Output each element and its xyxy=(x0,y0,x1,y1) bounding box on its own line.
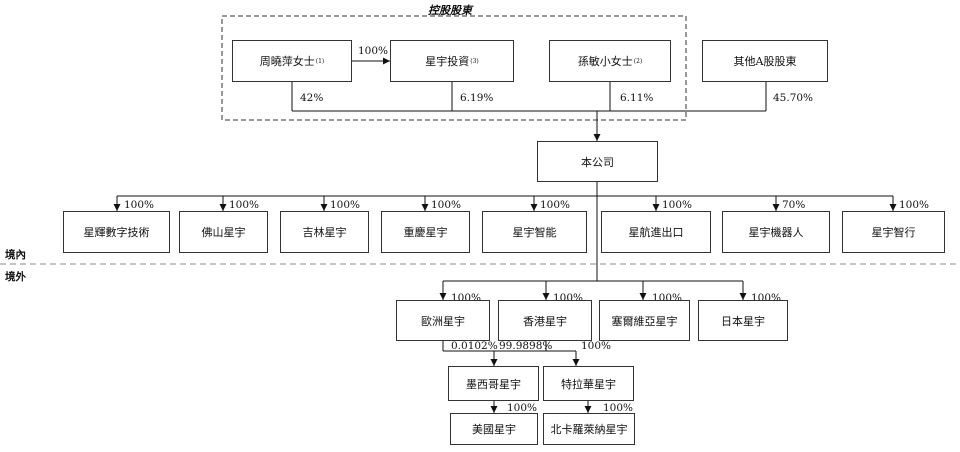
shareholder-zhou-note: (1) xyxy=(315,57,325,65)
domestic-sub-name: 星宇機器人 xyxy=(748,226,804,239)
domestic-label: 境內 xyxy=(5,249,26,261)
domestic-sub-pct: 70% xyxy=(782,199,806,211)
domestic-sub-box: 星輝數字技術 xyxy=(63,211,170,253)
overseas-sub-box: 日本星宇 xyxy=(698,300,788,341)
shareholder-pct-xingyu-investment: 6.19% xyxy=(460,92,494,104)
shareholder-pct-other-a: 45.70% xyxy=(773,92,814,104)
shareholder-other-a-name: 其他A股股東 xyxy=(733,55,797,68)
overseas-label: 境外 xyxy=(5,271,26,283)
shareholder-zhou-name: 周曉萍女士 xyxy=(259,55,315,68)
domestic-sub-name: 星宇智能 xyxy=(512,226,557,239)
mexico-pct-from-europe: 0.0102% xyxy=(451,340,498,352)
usa-pct: 100% xyxy=(507,402,538,414)
company-name: 本公司 xyxy=(581,155,614,169)
shareholder-sun-box: 孫敏小女士(2) xyxy=(549,40,671,82)
nc-box: 北卡羅萊納星宇 xyxy=(543,413,635,445)
shareholder-pct-sun: 6.11% xyxy=(620,92,654,104)
shareholder-sun-name: 孫敏小女士 xyxy=(577,55,633,68)
overseas-sub-box: 塞爾維亞星宇 xyxy=(599,300,690,341)
overseas-sub-name: 塞爾維亞星宇 xyxy=(611,314,678,328)
domestic-sub-name: 重慶星宇 xyxy=(403,226,448,239)
tesla-sub-box: 特拉華星宇 xyxy=(543,366,634,401)
shareholder-xingyu-investment-name: 星宇投資 xyxy=(425,55,470,68)
domestic-sub-box: 吉林星宇 xyxy=(280,211,369,253)
domestic-sub-box: 星宇智行 xyxy=(842,211,945,253)
shareholder-other-a-box: 其他A股股東 xyxy=(702,40,828,82)
domestic-sub-name: 吉林星宇 xyxy=(302,226,347,239)
holding-link-pct: 100% xyxy=(358,45,389,57)
usa-name: 美國星宇 xyxy=(472,423,516,436)
domestic-sub-name: 星宇智行 xyxy=(871,226,916,239)
domestic-sub-pct: 100% xyxy=(899,199,930,211)
domestic-sub-box: 星宇機器人 xyxy=(722,211,830,253)
nc-name: 北卡羅萊納星宇 xyxy=(550,423,628,436)
overseas-sub-box: 歐洲星宇 xyxy=(396,300,490,341)
domestic-sub-name: 星輝數字技術 xyxy=(83,226,150,239)
domestic-sub-pct: 100% xyxy=(124,199,155,211)
shareholder-xingyu-investment-box: 星宇投資(3) xyxy=(390,40,514,82)
overseas-sub-box: 香港星宇 xyxy=(498,300,592,341)
domestic-sub-box: 佛山星宇 xyxy=(179,211,268,253)
shareholder-zhou-box: 周曉萍女士(1) xyxy=(232,40,352,82)
overseas-sub-name: 日本星宇 xyxy=(721,314,765,328)
tesla-sub-name: 特拉華星宇 xyxy=(561,377,616,391)
overseas-sub-name: 歐洲星宇 xyxy=(421,314,465,328)
usa-box: 美國星宇 xyxy=(450,413,538,445)
tesla-sub-pct: 100% xyxy=(581,340,612,352)
domestic-sub-pct: 100% xyxy=(540,199,571,211)
shareholder-sun-note: (2) xyxy=(633,57,643,65)
domestic-sub-box: 星宇智能 xyxy=(482,211,587,253)
mexico-name: 墨西哥星宇 xyxy=(466,377,521,391)
domestic-sub-name: 佛山星宇 xyxy=(201,226,246,239)
overseas-sub-name: 香港星宇 xyxy=(523,314,567,328)
mexico-box: 墨西哥星宇 xyxy=(448,366,539,401)
shareholder-pct-zhou: 42% xyxy=(300,92,324,104)
domestic-sub-pct: 100% xyxy=(431,199,462,211)
domestic-sub-name: 星航進出口 xyxy=(628,226,684,239)
controlling-shareholders-group xyxy=(221,15,687,121)
domestic-sub-pct: 100% xyxy=(229,199,260,211)
domestic-sub-box: 星航進出口 xyxy=(601,211,711,253)
domestic-sub-box: 重慶星宇 xyxy=(381,211,470,253)
controlling-shareholders-title: 控股股東 xyxy=(428,4,472,17)
nc-pct: 100% xyxy=(603,402,634,414)
shareholder-xingyu-investment-note: (3) xyxy=(470,57,479,65)
mexico-pct-from-hk: 99.9898% xyxy=(499,340,553,352)
domestic-sub-pct: 100% xyxy=(662,199,693,211)
company-box: 本公司 xyxy=(537,141,658,182)
domestic-sub-pct: 100% xyxy=(330,199,361,211)
